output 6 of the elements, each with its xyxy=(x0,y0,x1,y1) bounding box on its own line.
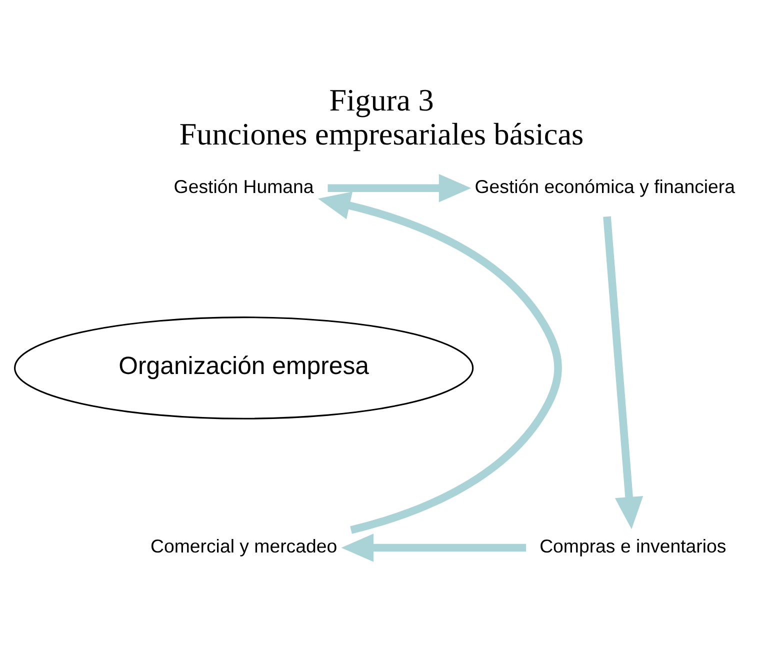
node-text: Gestión económica y financiera xyxy=(474,175,736,196)
node-text: Gestión Humana xyxy=(174,175,314,196)
node-text: Compras e inventarios xyxy=(540,535,726,556)
node-text: Comercial y mercadeo xyxy=(150,535,338,556)
caption: Funciones empresariales básicas xyxy=(179,116,584,152)
diagram-title: Figura 3 xyxy=(329,82,434,117)
